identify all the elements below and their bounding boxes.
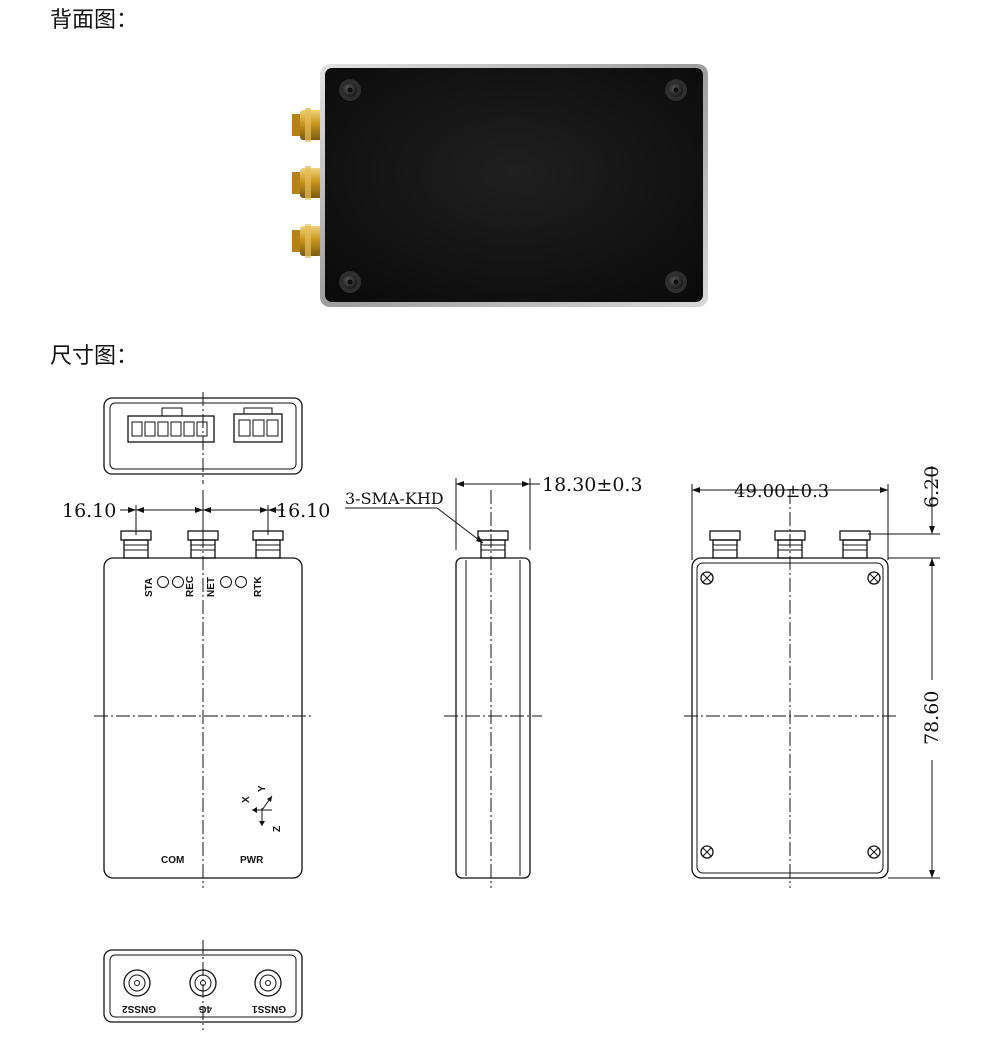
top-end-view <box>103 392 303 484</box>
bottom-end-view <box>103 940 303 1030</box>
back-view-heading: 背面图： <box>50 8 139 33</box>
back-view-device <box>292 64 708 307</box>
label-net: NET <box>206 577 217 597</box>
label-rec: REC <box>185 576 196 597</box>
dim-right-spacing: 16.10 <box>276 500 330 522</box>
label-pwr: PWR <box>240 855 264 866</box>
sma-4g-icon <box>189 969 217 997</box>
dim-width: 49.00±0.3 <box>734 481 829 502</box>
axis-z-label: Z <box>272 826 283 832</box>
front-sma-left <box>120 530 152 559</box>
sma-connector-top <box>292 108 322 142</box>
back-screw-top-left <box>339 79 361 101</box>
led-rec-icon <box>172 576 184 588</box>
label-sta: STA <box>144 578 155 597</box>
sma-connector-middle <box>292 166 322 200</box>
front-view <box>94 490 312 888</box>
front-sma-right <box>252 530 284 559</box>
drawing-screw-icon <box>700 571 881 859</box>
dim-connector-spec: 3-SMA-KHD <box>345 489 444 508</box>
back-screw-bottom-right <box>665 271 687 293</box>
axis-x-label: X <box>241 796 252 803</box>
back-screw-bottom-left <box>339 271 361 293</box>
back-screw-top-right <box>665 79 687 101</box>
label-gnss1: GNSS1 <box>252 1003 286 1014</box>
led-rtk-icon <box>235 576 247 588</box>
label-com: COM <box>161 855 184 866</box>
dim-length: 78.60 <box>921 691 943 745</box>
dim-depth: 18.30±0.3 <box>542 474 643 496</box>
axis-symbol-icon <box>252 795 273 826</box>
black-back-panel <box>325 68 703 302</box>
axis-y-label: Y <box>257 785 268 792</box>
label-rtk: RTK <box>253 576 264 597</box>
sma-gnss2-icon <box>123 969 151 997</box>
dimension-view-heading: 尺寸图： <box>50 344 139 369</box>
label-4g: 4G <box>198 1003 212 1014</box>
sma-gnss1-icon <box>254 969 282 997</box>
label-gnss2: GNSS2 <box>122 1003 156 1014</box>
sma-connector-bottom <box>292 224 322 258</box>
dim-left-spacing: 16.10 <box>62 500 116 522</box>
led-net-icon <box>220 576 232 588</box>
side-view <box>345 478 542 888</box>
back-view-drawing <box>684 466 940 888</box>
dim-connector-height: 6.20 <box>921 466 943 508</box>
led-sta-icon <box>157 576 169 588</box>
